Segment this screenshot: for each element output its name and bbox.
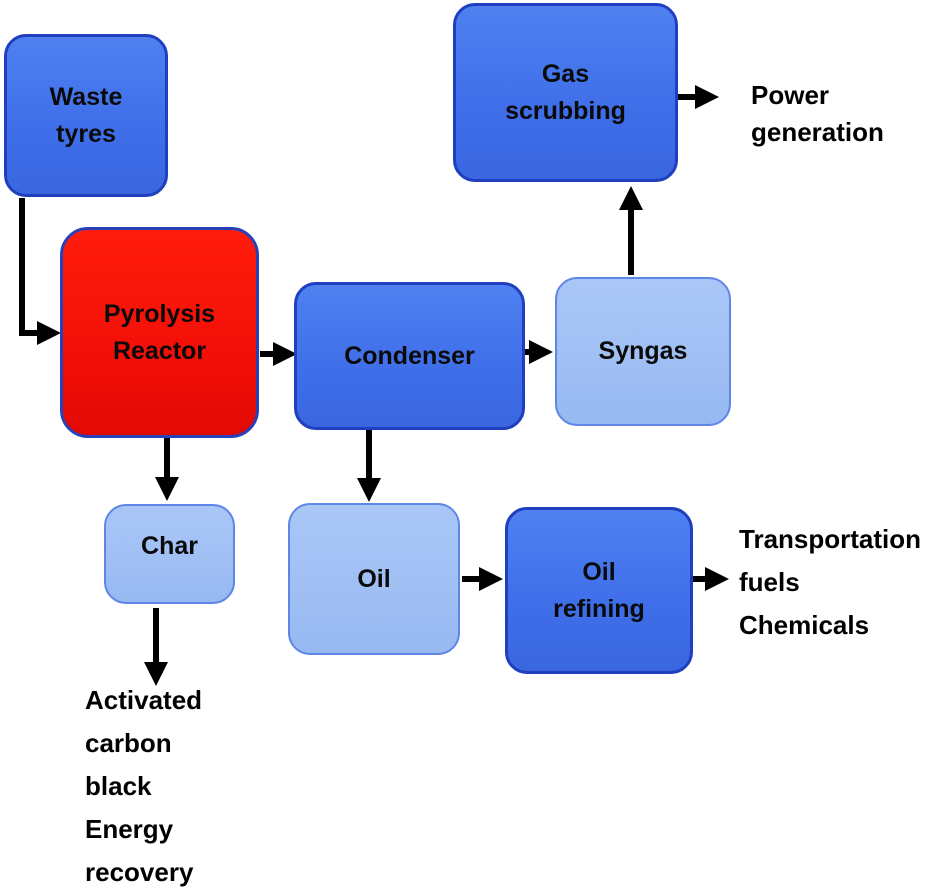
char-label: Char — [141, 532, 198, 560]
gas-scrubbing-line-2: scrubbing — [505, 96, 626, 125]
waste-tyres-line-1: Waste — [49, 82, 123, 111]
char-box: Char — [104, 504, 235, 604]
pyrolysis-reactor-box: Pyrolysis Reactor — [60, 227, 259, 438]
transportation-line-2: fuels — [739, 567, 800, 597]
oil-label: Oil — [357, 564, 391, 593]
pyrolysis-reactor-line-1: Pyrolysis — [103, 299, 216, 328]
char-products-line-2: carbon — [85, 728, 172, 758]
syngas-label: Syngas — [598, 337, 688, 365]
oil-refining-box: Oil refining — [505, 507, 693, 674]
char-products-output: Activated carbon black Energy recovery — [85, 679, 202, 894]
oil-refining-line-2: refining — [553, 594, 645, 623]
char-products-line-4: Energy — [85, 814, 174, 844]
condenser-label: Condenser — [344, 341, 475, 370]
gas-scrubbing-line-1: Gas — [541, 59, 590, 88]
syngas-box: Syngas — [555, 277, 731, 426]
char-products-line-5: recovery — [85, 857, 194, 887]
power-generation-output: Power generation — [751, 77, 884, 151]
oil-refining-line-1: Oil — [582, 557, 616, 586]
transportation-line-3: Chemicals — [739, 610, 870, 640]
char-products-line-3: black — [85, 771, 152, 801]
transportation-fuels-output: Transportation fuels Chemicals — [739, 518, 921, 647]
arrow-tyres-to-reactor — [19, 198, 61, 345]
gas-scrubbing-box: Gas scrubbing — [453, 3, 678, 182]
waste-tyres-line-2: tyres — [56, 119, 116, 148]
pyrolysis-reactor-line-2: Reactor — [112, 336, 207, 365]
waste-tyres-box: Waste tyres — [4, 34, 168, 197]
condenser-box: Condenser — [294, 282, 525, 430]
char-products-line-1: Activated — [85, 685, 203, 715]
power-generation-line-2: generation — [751, 117, 884, 147]
oil-box: Oil — [288, 503, 460, 655]
power-generation-line-1: Power — [751, 80, 830, 110]
transportation-line-1: Transportation — [739, 524, 922, 554]
